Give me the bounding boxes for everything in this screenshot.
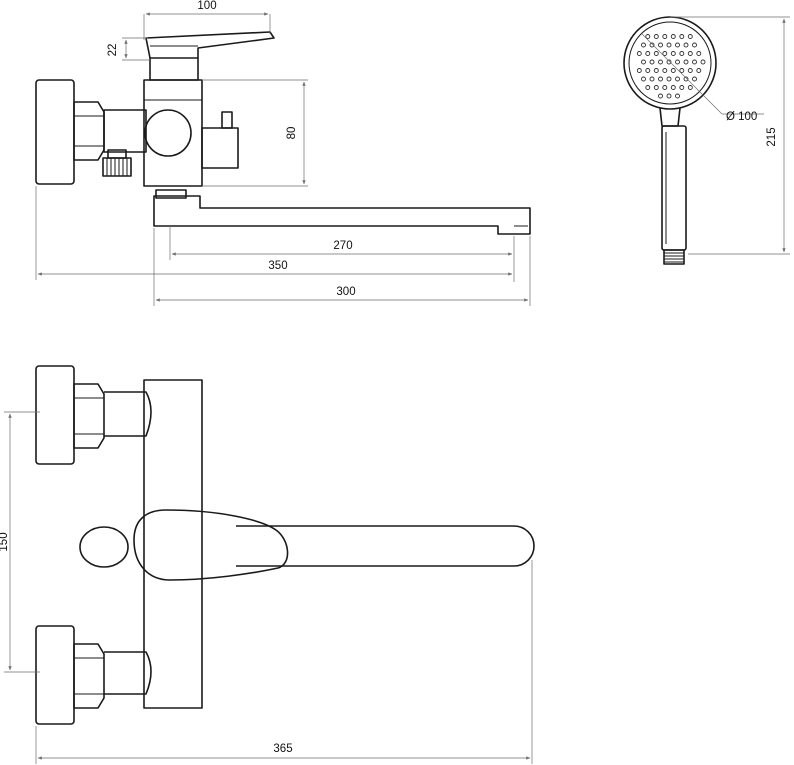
spray-hole <box>692 76 697 82</box>
spray-hole <box>636 51 642 56</box>
spray-hole <box>670 34 676 39</box>
dim-lever-length: 100 <box>197 0 216 12</box>
spray-hole <box>687 51 693 56</box>
spray-hole <box>696 51 702 56</box>
spray-hole <box>662 68 668 73</box>
diverter-knob-top <box>79 526 129 568</box>
faucet-side-view <box>35 31 531 235</box>
wall-flange-upper <box>35 365 75 465</box>
spray-hole <box>675 59 680 65</box>
spray-hole <box>675 76 680 82</box>
side-view-dimensions: 100 22 80 270 350 300 <box>35 0 531 306</box>
spray-hole <box>679 68 685 73</box>
shower-outlet-side <box>201 127 239 169</box>
hex-nut-lower <box>73 643 105 709</box>
spray-hole <box>636 68 642 73</box>
wall-flange-side <box>35 79 75 185</box>
spray-hole <box>675 42 680 48</box>
spray-hole <box>670 51 676 56</box>
spray-hole <box>645 34 651 39</box>
spray-hole <box>653 68 659 73</box>
spray-hole <box>687 68 693 73</box>
shower-threaded-end <box>663 249 685 265</box>
spray-hole <box>653 85 659 90</box>
dim-inlet-spacing: 150 <box>0 532 10 551</box>
spray-hole <box>641 76 646 82</box>
spout-side <box>153 195 531 235</box>
spray-hole <box>658 76 663 82</box>
spray-hole <box>653 51 659 56</box>
spray-hole <box>692 59 697 65</box>
hex-nut-side <box>73 101 105 161</box>
spray-hole <box>666 93 672 99</box>
spray-holes <box>636 34 706 99</box>
spout-top <box>236 525 535 567</box>
lever-top <box>133 509 289 581</box>
spray-hole <box>641 42 646 48</box>
spray-hole <box>662 85 668 90</box>
spray-hole <box>649 76 655 82</box>
dim-spout-270: 270 <box>333 240 352 252</box>
spray-hole <box>662 51 668 56</box>
spray-hole <box>683 76 689 82</box>
spray-hole <box>675 93 680 99</box>
lever-side <box>145 31 275 59</box>
spray-hole <box>679 34 685 39</box>
mixer-body-side <box>143 79 203 187</box>
inlet-connector-side <box>103 109 147 153</box>
cartridge-cover-side <box>149 57 199 81</box>
spray-hole <box>666 42 672 48</box>
spray-hole <box>679 85 685 90</box>
spray-hole <box>666 76 672 82</box>
dim-head-diameter: Ø 100 <box>726 111 757 123</box>
spray-hole <box>645 68 651 73</box>
wall-flange-lower <box>35 625 75 725</box>
dim-shower-length: 215 <box>766 127 778 146</box>
spray-hole <box>653 34 659 39</box>
threaded-inlet-side <box>102 149 132 177</box>
hand-shower-dimensions: Ø 100 215 <box>641 16 790 255</box>
spray-hole <box>692 42 697 48</box>
spray-hole <box>658 59 663 65</box>
spray-hole <box>649 59 655 65</box>
spray-hole <box>666 59 672 65</box>
spray-hole <box>645 51 651 56</box>
spray-hole <box>700 59 706 65</box>
spray-hole <box>645 85 651 90</box>
inlet-connector-lower <box>104 651 152 695</box>
shower-neck <box>659 107 681 127</box>
hex-nut-upper <box>73 383 105 449</box>
hand-shower <box>623 16 717 265</box>
spray-hole <box>641 59 646 65</box>
spray-hole <box>679 51 685 56</box>
spray-hole <box>696 68 702 73</box>
dim-spout-300: 300 <box>336 286 355 298</box>
spray-hole <box>683 42 689 48</box>
spray-hole <box>662 34 668 39</box>
spray-hole <box>687 34 693 39</box>
dim-lever-height: 22 <box>107 44 119 57</box>
inlet-connector-upper <box>104 391 152 437</box>
spray-hole <box>658 93 663 99</box>
spray-hole <box>670 68 676 73</box>
spray-hole <box>670 85 676 90</box>
spray-hole <box>683 59 689 65</box>
faucet-top-view <box>35 365 535 725</box>
diverter-knob-side <box>144 109 192 157</box>
spray-hole <box>649 42 655 48</box>
dim-total-width: 365 <box>273 743 292 755</box>
shower-head <box>623 16 717 110</box>
spray-hole <box>658 42 663 48</box>
mixer-body-top <box>143 379 203 709</box>
dim-spout-350: 350 <box>268 260 287 272</box>
spray-hole <box>687 85 693 90</box>
top-view-dimensions: 150 365 <box>0 411 533 764</box>
dim-body-height: 80 <box>286 127 298 140</box>
